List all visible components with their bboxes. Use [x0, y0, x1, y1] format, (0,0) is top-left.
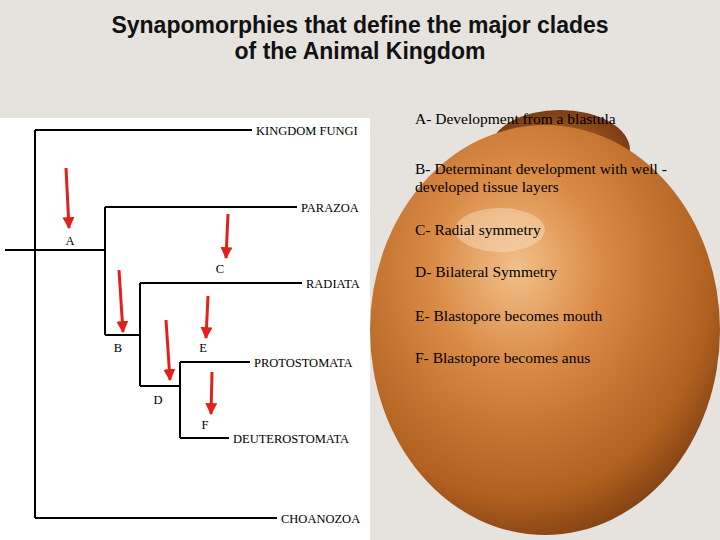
clade-name: DEUTEROSTOMATA: [233, 432, 349, 446]
tree-line: [35, 129, 252, 131]
tree-line: [35, 249, 105, 251]
red-arrow: [206, 296, 208, 338]
clade-name: RADIATA: [306, 277, 360, 291]
tree-line: [140, 282, 302, 284]
tree-lines: [5, 130, 302, 518]
white-panel: [0, 118, 370, 540]
clade-name: PROTOSTOMATA: [254, 356, 353, 370]
root-line: [5, 249, 35, 251]
node-letter: B: [114, 341, 122, 355]
beetle-body: [370, 125, 720, 535]
synapomorphy-item: C- Radial symmetry: [415, 221, 713, 239]
node-letter: C: [216, 262, 224, 276]
tree-line: [180, 361, 250, 363]
clade-name: PARAZOA: [301, 201, 359, 215]
red-arrows: [66, 168, 228, 414]
tree-line: [105, 206, 297, 208]
slide-title: Synapomorphies that define the major cla…: [110, 12, 610, 65]
tree-line: [140, 385, 180, 387]
synapomorphy-item: F- Blastopore becomes anus: [415, 349, 713, 367]
red-arrow: [66, 168, 69, 228]
node-letter: E: [199, 341, 207, 355]
tree-line: [105, 334, 140, 336]
red-arrow: [211, 372, 212, 414]
synapomorphy-item: A- Development from a blastula: [415, 110, 713, 128]
node-letter: F: [202, 418, 209, 432]
clade-name: CHOANOZOA: [281, 512, 360, 526]
tree-line: [34, 130, 36, 518]
node-letter: A: [65, 234, 74, 248]
red-arrow: [166, 320, 170, 380]
red-arrow: [226, 214, 228, 258]
tree-line: [179, 362, 181, 438]
tree-line: [180, 437, 229, 439]
tree-line: [104, 207, 106, 335]
synapomorphy-item: E- Blastopore becomes mouth: [415, 307, 713, 325]
node-letter: D: [153, 393, 162, 407]
tree-line: [139, 283, 141, 386]
tree-line: [35, 517, 277, 519]
clade-name: KINGDOM FUNGI: [256, 124, 358, 138]
synapomorphy-item: B- Determinant development with well -de…: [415, 160, 713, 196]
synapomorphy-item: D- Bilateral Symmetry: [415, 263, 713, 281]
red-arrow: [119, 270, 123, 332]
